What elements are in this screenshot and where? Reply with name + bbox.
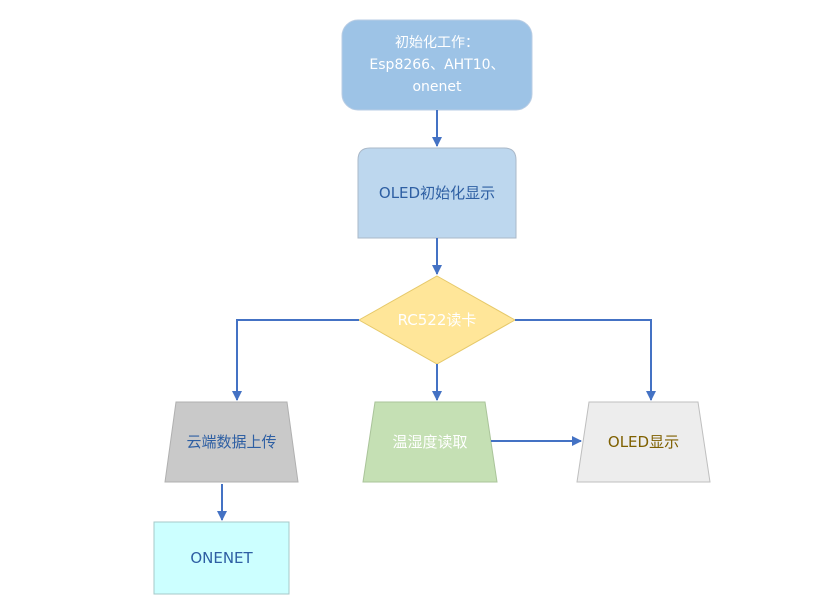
edge-rc522-to-oled-show [515,319,656,401]
rc522-decision-node [357,275,517,365]
init-node [341,19,533,111]
temp-humidity-node [362,401,498,483]
oled-show-node [576,401,711,483]
oled-init-node [357,147,517,239]
onenet-node [153,521,290,595]
edge-rc522-to-cloud [232,319,359,401]
cloud-upload-node [164,401,299,483]
